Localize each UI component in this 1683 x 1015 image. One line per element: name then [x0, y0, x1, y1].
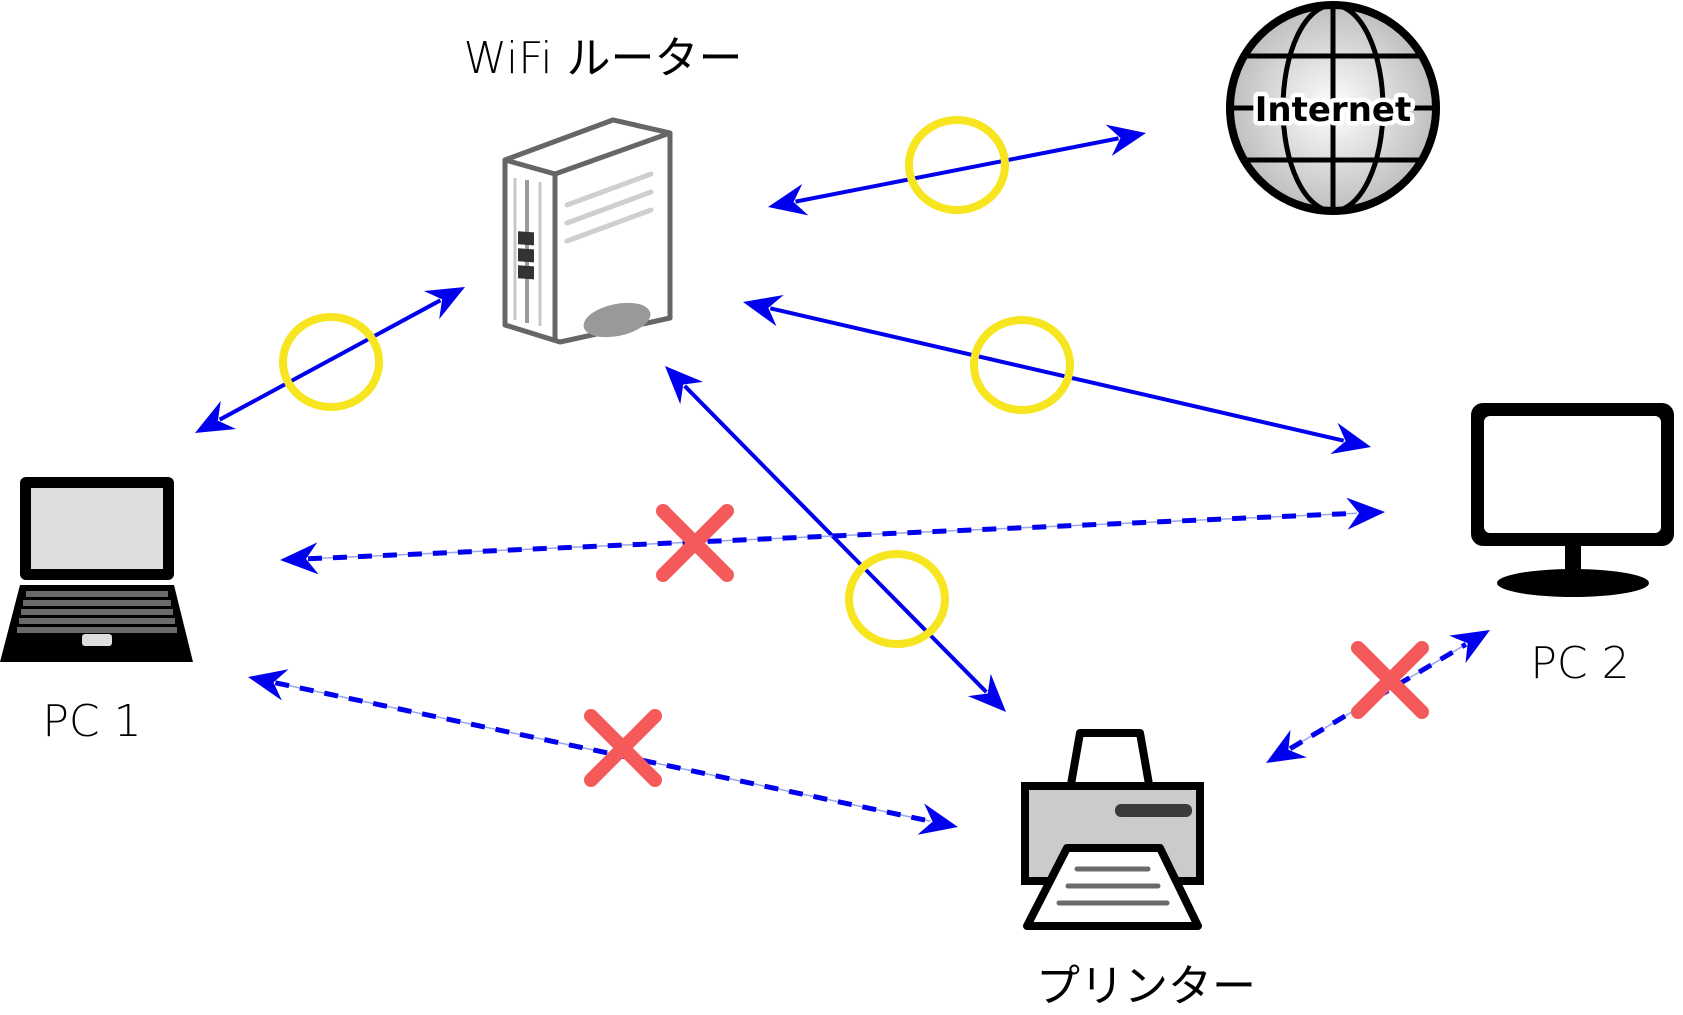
- ng-cross-mark-stroke-b: [656, 504, 734, 582]
- arrowhead-pc2: [1449, 630, 1490, 664]
- connection-line: [795, 136, 1119, 204]
- connection-pc1-printer: [248, 669, 958, 835]
- laptop-icon: [0, 477, 193, 662]
- arrowhead-internet: [1105, 124, 1146, 157]
- internet-label: Internet: [1255, 90, 1411, 130]
- printer-label: プリンター: [1036, 961, 1256, 1012]
- connection-line: [769, 306, 1345, 443]
- ok-circle-mark: [905, 116, 1009, 214]
- monitor-icon: [1471, 403, 1674, 597]
- arrowhead-router: [743, 294, 784, 327]
- arrowhead-pc2: [1330, 422, 1371, 455]
- connection-line-dashed: [307, 510, 1358, 562]
- connection-pc1-router: [195, 287, 465, 433]
- arrowhead-printer: [1266, 729, 1307, 763]
- arrowhead-pc2: [1346, 497, 1385, 530]
- arrowhead-router: [665, 366, 704, 405]
- printer-icon: [1021, 729, 1204, 930]
- connection-line-dashed: [274, 680, 932, 824]
- ng-cross-mark-stroke-b: [584, 709, 662, 787]
- ok-circle-mark: [845, 550, 949, 648]
- globe-icon: Internet: [1226, 1, 1440, 215]
- arrowhead-printer: [967, 673, 1006, 712]
- connection-line: [683, 384, 988, 694]
- pc1-label: PC 1: [42, 696, 142, 747]
- connection-router-internet: [768, 116, 1146, 216]
- connections-layer: [195, 116, 1490, 835]
- ok-circle-mark: [970, 316, 1074, 414]
- arrowhead-pc1: [248, 669, 289, 701]
- ng-cross-mark-stroke-b: [1351, 641, 1429, 719]
- arrowhead-router: [768, 183, 809, 216]
- router-label: WiFi ルーター: [463, 33, 743, 84]
- connection-router-printer: [665, 366, 1006, 712]
- arrowhead-printer: [917, 803, 958, 835]
- connection-router-pc2: [743, 294, 1371, 455]
- connection-printer-pc2: [1266, 630, 1490, 763]
- pc2-label: PC 2: [1530, 638, 1630, 689]
- connection-line: [218, 298, 442, 422]
- ok-circle-mark: [279, 313, 383, 411]
- wifi-router-icon: [502, 117, 673, 345]
- arrowhead-pc1: [195, 400, 237, 433]
- arrowhead-router: [423, 287, 465, 320]
- arrowhead-pc1: [280, 542, 319, 575]
- connection-pc1-pc2: [280, 497, 1385, 582]
